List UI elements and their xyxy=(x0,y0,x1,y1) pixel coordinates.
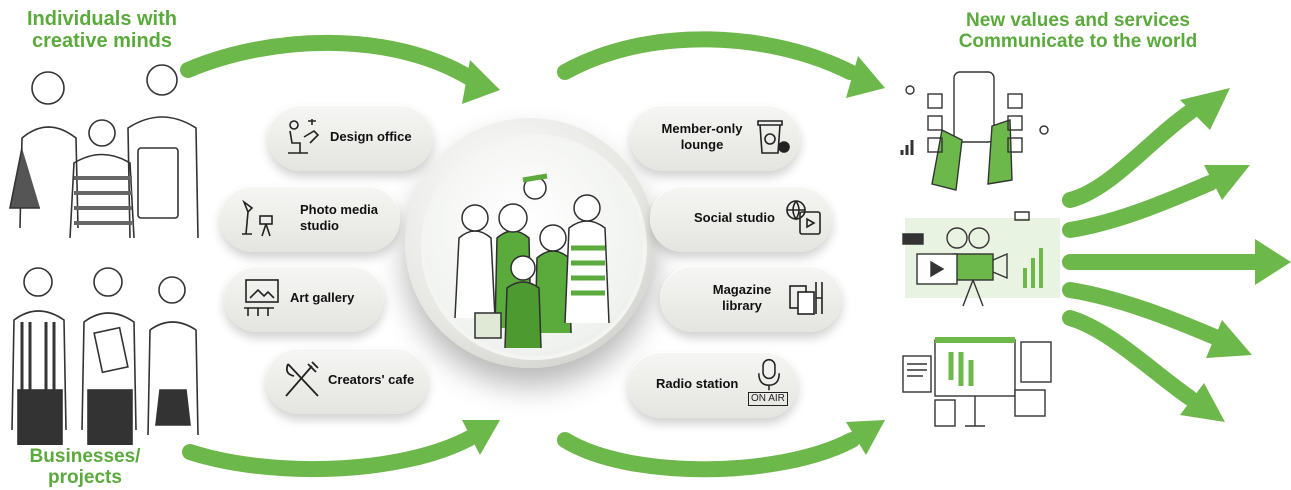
fork-knife-icon xyxy=(285,361,319,397)
service-label: Art gallery xyxy=(290,290,355,305)
business-people-illustration xyxy=(11,267,199,445)
fan-arrow-1 xyxy=(1062,104,1198,208)
coffee-cup-icon xyxy=(757,120,790,154)
arrow-head xyxy=(1206,320,1252,358)
video-production-icon xyxy=(902,211,1060,307)
heading-line: Individuals with xyxy=(26,8,177,30)
service-label: Creators' cafe xyxy=(328,372,415,387)
fan-arrow-2 xyxy=(1062,175,1218,238)
service-pill-art-gallery[interactable]: Art gallery xyxy=(224,266,384,332)
arrow-head xyxy=(462,60,500,104)
arrow-head xyxy=(846,56,885,98)
group-of-creators-illustration xyxy=(454,173,610,349)
service-pill-member-only-lounge[interactable]: Member-only lounge xyxy=(630,105,800,171)
arrow-hub-to-outputs-top xyxy=(557,31,858,80)
heading-line: Businesses/ xyxy=(29,446,141,467)
heading-line: Communicate to the world xyxy=(958,31,1198,53)
service-pill-design-office[interactable]: Design office xyxy=(268,105,433,171)
news-broadcast-icon xyxy=(902,337,1052,427)
service-label: Social studio xyxy=(694,210,775,225)
arrow-head xyxy=(846,420,885,455)
framed-picture-icon xyxy=(244,279,279,316)
service-pill-photo-media-studio[interactable]: Photo media studio xyxy=(220,186,400,252)
smartphone-apps-icon xyxy=(900,71,1049,191)
service-pill-radio-station[interactable]: Radio station ON AIR xyxy=(628,352,798,418)
service-pill-creators-cafe[interactable]: Creators' cafe xyxy=(266,348,428,414)
microphone-icon xyxy=(758,358,780,391)
arrow-individuals-to-hub xyxy=(180,34,478,86)
fan-arrow-5 xyxy=(1062,310,1198,406)
fan-arrow-4 xyxy=(1062,282,1223,345)
service-label: Photo media studio xyxy=(300,202,379,234)
globe-video-icon xyxy=(786,200,821,235)
arrow-head xyxy=(1180,88,1230,130)
magazine-rack-icon xyxy=(789,282,823,315)
arrow-head xyxy=(1255,239,1291,285)
arrow-head xyxy=(1204,165,1250,200)
arrow-hub-to-outputs-bottom xyxy=(557,432,860,478)
service-label: Design office xyxy=(330,129,412,144)
businesses-heading: Businesses/ projects xyxy=(0,446,170,489)
service-label: Radio station xyxy=(656,376,739,391)
arrow-head xyxy=(1180,383,1225,422)
creative-individuals-illustration xyxy=(9,64,199,239)
camera-tripod-lights-icon xyxy=(242,199,273,237)
service-label: Magazine library xyxy=(712,282,772,314)
heading-line: creative minds xyxy=(31,30,173,53)
new-values-heading: New values and services Communicate to t… xyxy=(928,10,1228,53)
service-pill-social-studio[interactable]: Social studio xyxy=(650,186,832,252)
on-air-badge: ON AIR xyxy=(748,392,788,406)
heading-line: New values and services xyxy=(966,10,1190,31)
arrow-businesses-to-hub xyxy=(182,430,478,478)
central-hub xyxy=(405,118,655,368)
arrow-head xyxy=(462,420,500,455)
designer-at-desk-icon xyxy=(288,119,320,154)
service-label: Member-only lounge xyxy=(661,121,743,153)
heading-line: projects xyxy=(48,467,122,489)
individuals-heading: Individuals with creative minds xyxy=(2,8,202,53)
service-pill-magazine-library[interactable]: Magazine library xyxy=(660,266,842,332)
